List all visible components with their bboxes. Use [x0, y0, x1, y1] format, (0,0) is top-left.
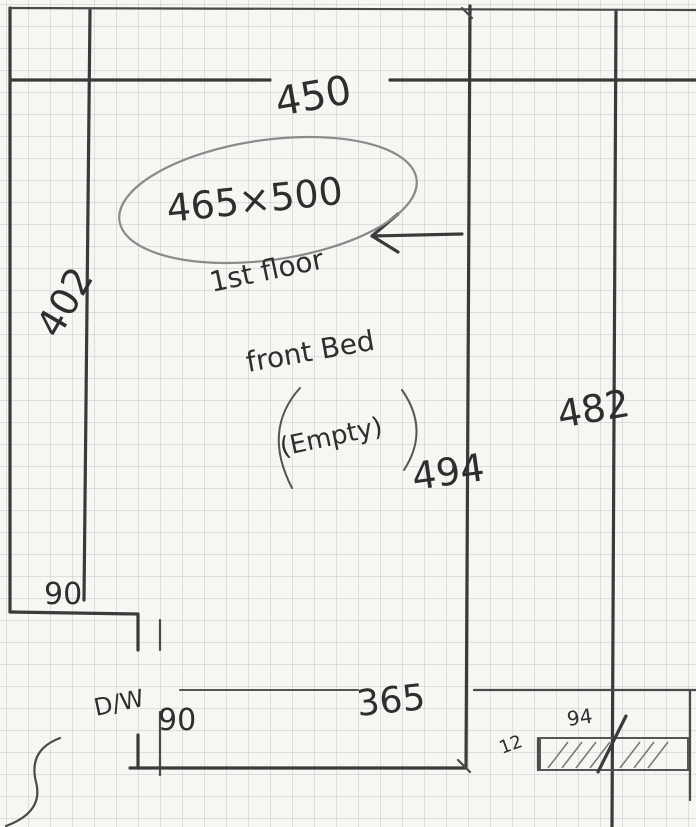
center-height-label: 494: [409, 445, 487, 499]
note-paren-right: [401, 389, 418, 471]
room-walls: [8, 4, 696, 827]
right-height-label: 482: [554, 381, 633, 437]
pointer-arrow: [370, 212, 464, 254]
hatched-box-diagonal: [596, 714, 628, 774]
hatched-box: [539, 714, 689, 774]
note-paren-left: [277, 387, 301, 489]
note-room-label: front Bed: [243, 324, 376, 379]
door-swing-arc: [4, 736, 62, 827]
small-side-label: 12: [497, 731, 526, 759]
bottom-width-label: 365: [355, 677, 428, 725]
room-size-oval: [118, 135, 418, 265]
center-wall: [464, 4, 472, 770]
left-inner-wall: [82, 8, 92, 602]
door-width-label: 90: [158, 703, 196, 738]
right-wall: [610, 10, 618, 827]
room-size-label: 465×500: [164, 169, 345, 231]
door-label: D/W: [91, 684, 146, 722]
corner-notch-wall: [8, 610, 140, 652]
center-wall-top-tick: [460, 6, 474, 20]
note-floor-label: 1st floor: [207, 242, 328, 298]
center-wall-bottom-tick: [456, 758, 472, 774]
left-height-label: 402: [28, 260, 102, 345]
small-width-label: 94: [565, 704, 594, 731]
corner-notch-label: 90: [44, 577, 82, 612]
arrow-head: [370, 212, 400, 254]
top-edge-line: [8, 6, 696, 12]
note-status-label: (Empty): [277, 412, 385, 463]
top-width-label: 450: [272, 67, 355, 126]
arrow-shaft: [370, 232, 464, 238]
